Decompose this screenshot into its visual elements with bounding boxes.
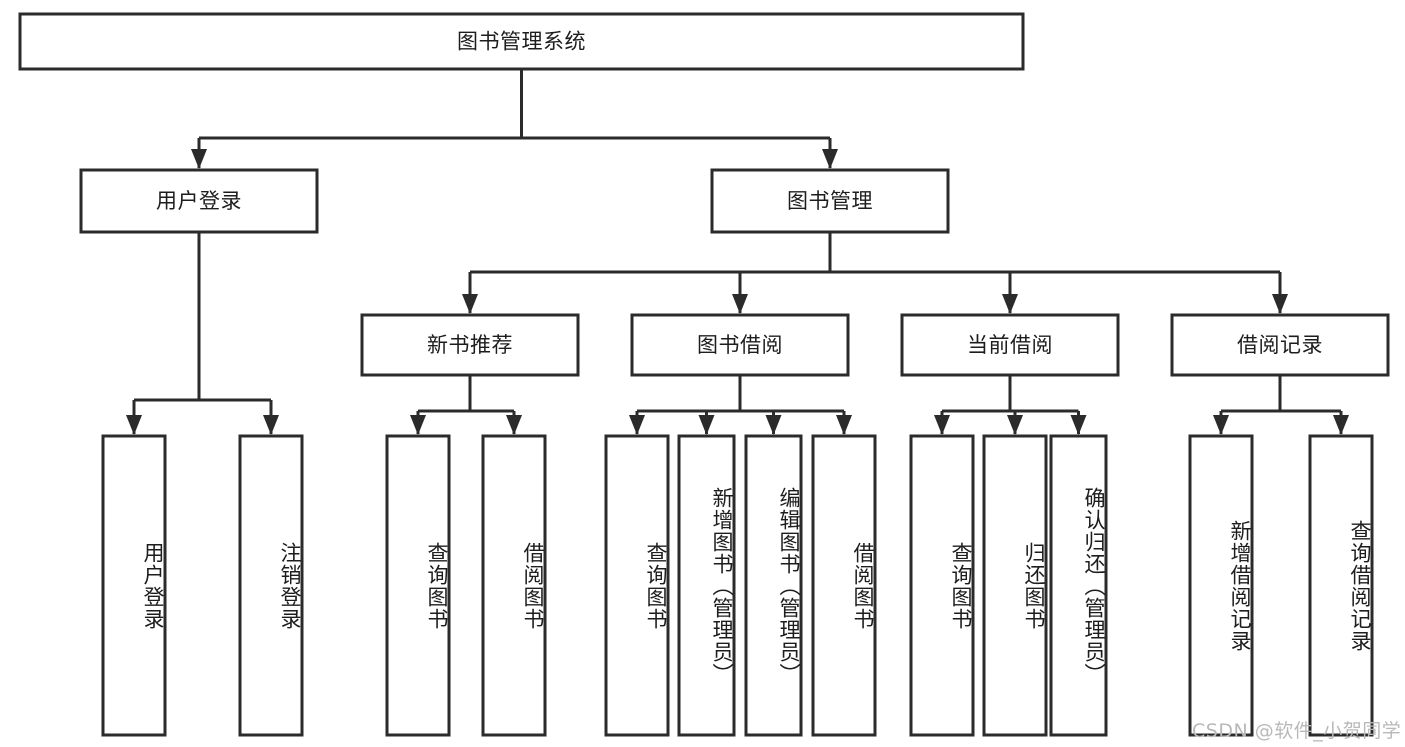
node-box-new-book-recommend[interactable] xyxy=(360,313,580,377)
edges-layer xyxy=(126,69,1349,435)
node-label-book-borrow: 图书借阅 xyxy=(697,333,783,357)
watermark-text: CSDN @软件_小贺同学 xyxy=(1192,720,1402,742)
arrow-head-icon-leaf-edit-book-admin xyxy=(765,415,782,435)
arrow-head-icon-current-borrow xyxy=(1002,294,1018,314)
arrow-head-icon-leaf-add-book-admin xyxy=(698,415,715,435)
arrow-head-icon-user-login xyxy=(191,149,207,169)
leaf-box-leaf-add-book-admin[interactable] xyxy=(677,434,736,737)
arrow-head-icon-leaf-confirm-return-admin xyxy=(1070,415,1087,435)
leaf-box-leaf-confirm-return-admin[interactable] xyxy=(1049,434,1108,737)
node-label-current-borrow: 当前借阅 xyxy=(967,333,1053,357)
node-label-user-login: 用户登录 xyxy=(156,189,242,213)
arrow-head-icon-book-borrow xyxy=(732,294,748,314)
node-box-root[interactable] xyxy=(18,12,1025,71)
arrow-head-icon-leaf-add-borrow-record xyxy=(1213,415,1229,435)
leaf-box-leaf-user-login[interactable] xyxy=(101,434,167,737)
leaf-box-leaf-borrow-book-1[interactable] xyxy=(481,434,547,737)
node-box-borrow-record[interactable] xyxy=(1170,313,1390,377)
arrow-head-icon-leaf-return-book xyxy=(1007,415,1023,435)
arrow-head-icon-leaf-borrow-book-2 xyxy=(836,415,852,435)
arrow-head-icon-book-manage xyxy=(822,149,838,169)
leaf-box-leaf-query-book-2[interactable] xyxy=(604,434,670,737)
leaf-box-leaf-return-book[interactable] xyxy=(982,434,1048,737)
leaf-box-leaf-add-borrow-record[interactable] xyxy=(1188,434,1254,737)
arrow-head-icon-borrow-record xyxy=(1272,294,1288,314)
arrow-head-icon-leaf-user-logout xyxy=(263,415,279,435)
leaf-box-leaf-query-borrow-record[interactable] xyxy=(1308,434,1374,737)
arrow-head-icon-leaf-query-borrow-record xyxy=(1333,415,1349,435)
arrow-head-icon-leaf-query-book-2 xyxy=(629,415,645,435)
leaf-box-leaf-edit-book-admin[interactable] xyxy=(744,434,803,737)
node-label-borrow-record: 借阅记录 xyxy=(1237,333,1323,357)
leaf-box-leaf-query-book-3[interactable] xyxy=(909,434,975,737)
arrow-head-icon-leaf-user-login xyxy=(126,415,142,435)
arrow-head-icon-leaf-query-book-1 xyxy=(410,415,426,435)
leaf-box-leaf-query-book-1[interactable] xyxy=(385,434,451,737)
node-box-current-borrow[interactable] xyxy=(900,313,1120,377)
node-box-book-manage[interactable] xyxy=(710,168,950,234)
node-box-book-borrow[interactable] xyxy=(630,313,850,377)
arrow-head-icon-leaf-borrow-book-1 xyxy=(506,415,522,435)
node-label-new-book-recommend: 新书推荐 xyxy=(427,333,513,357)
boxes-layer xyxy=(18,12,1390,737)
node-label-root: 图书管理系统 xyxy=(457,30,586,54)
arrow-head-icon-leaf-query-book-3 xyxy=(934,415,950,435)
arrow-head-icon-new-book-recommend xyxy=(462,294,478,314)
node-box-user-login[interactable] xyxy=(79,168,319,234)
node-label-book-manage: 图书管理 xyxy=(787,189,873,213)
leaf-box-leaf-borrow-book-2[interactable] xyxy=(811,434,877,737)
leaf-box-leaf-user-logout[interactable] xyxy=(238,434,304,737)
